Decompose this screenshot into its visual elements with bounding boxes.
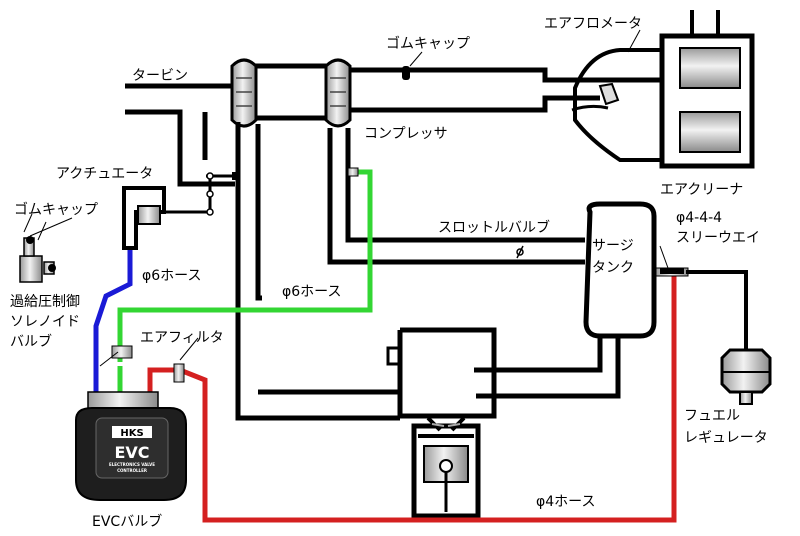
label-rubber-cap-top: ゴムキャップ <box>386 35 470 52</box>
label-throttle-valve: スロットルバルブ <box>438 219 550 236</box>
hose-fittings <box>111 167 689 383</box>
surge-tank <box>474 201 657 399</box>
evc-product-text: EVC <box>114 443 149 462</box>
label-actuator: アクチュエータ <box>56 166 153 182</box>
label-compressor: コンプレッサ <box>364 126 448 142</box>
label-airflow-meter: エアフロメータ <box>544 16 642 32</box>
label-hose6-b: φ6ホース <box>282 284 341 300</box>
actuator <box>122 172 236 250</box>
label-hose4: φ4ホース <box>536 494 595 510</box>
green-hose-6mm <box>117 169 373 392</box>
label-solenoid-line2: ソレノイド <box>10 314 80 330</box>
boost-control-solenoid <box>19 213 56 283</box>
throttle-valve <box>516 245 524 259</box>
label-fuel-regulator-line2: レギュレータ <box>684 430 768 446</box>
intake-piping <box>235 122 585 421</box>
label-hose6-a: φ6ホース <box>142 268 201 284</box>
evc-sub-text-1: ELECTRONICS VALVE <box>109 462 155 467</box>
red-hose-4mm <box>147 274 677 523</box>
label-three-way-line2: スリーウエイ <box>676 230 760 246</box>
evc-brand-text: HKS <box>120 428 143 439</box>
air-cleaner-box <box>659 10 755 169</box>
label-air-cleaner: エアクリーナ <box>660 182 743 198</box>
turbo-housing <box>250 63 660 121</box>
label-solenoid-line3: バルブ <box>10 333 52 350</box>
label-three-way-line1: φ4-4-4 <box>676 210 722 226</box>
fuel-regulator <box>686 270 772 405</box>
label-air-filter: エアフィルタ <box>140 330 224 346</box>
label-surge-tank-line2: タンク <box>592 260 634 276</box>
label-turbine: タービン <box>132 68 188 84</box>
label-surge-tank-line1: サージ <box>592 238 634 254</box>
label-solenoid-line1: 過給圧制御 <box>10 294 80 310</box>
compressor-wheel <box>324 58 352 128</box>
evc-sub-text-2: CONTROLLER <box>117 468 147 473</box>
label-rubber-cap-left: ゴムキャップ <box>14 201 98 218</box>
engine-cylinder <box>386 327 497 519</box>
label-fuel-regulator-line1: フュエル <box>684 408 740 424</box>
exhaust-duct <box>125 83 235 187</box>
evc-valve: HKS EVC ELECTRONICS VALVE CONTROLLER <box>75 391 187 501</box>
label-evc-valve: EVCバルブ <box>92 513 162 530</box>
turbine-wheel <box>230 58 258 128</box>
airflow-meter <box>571 48 664 162</box>
rubber-cap-top <box>402 66 410 80</box>
leader-lines <box>29 29 669 367</box>
blue-hose-6mm <box>93 250 133 392</box>
